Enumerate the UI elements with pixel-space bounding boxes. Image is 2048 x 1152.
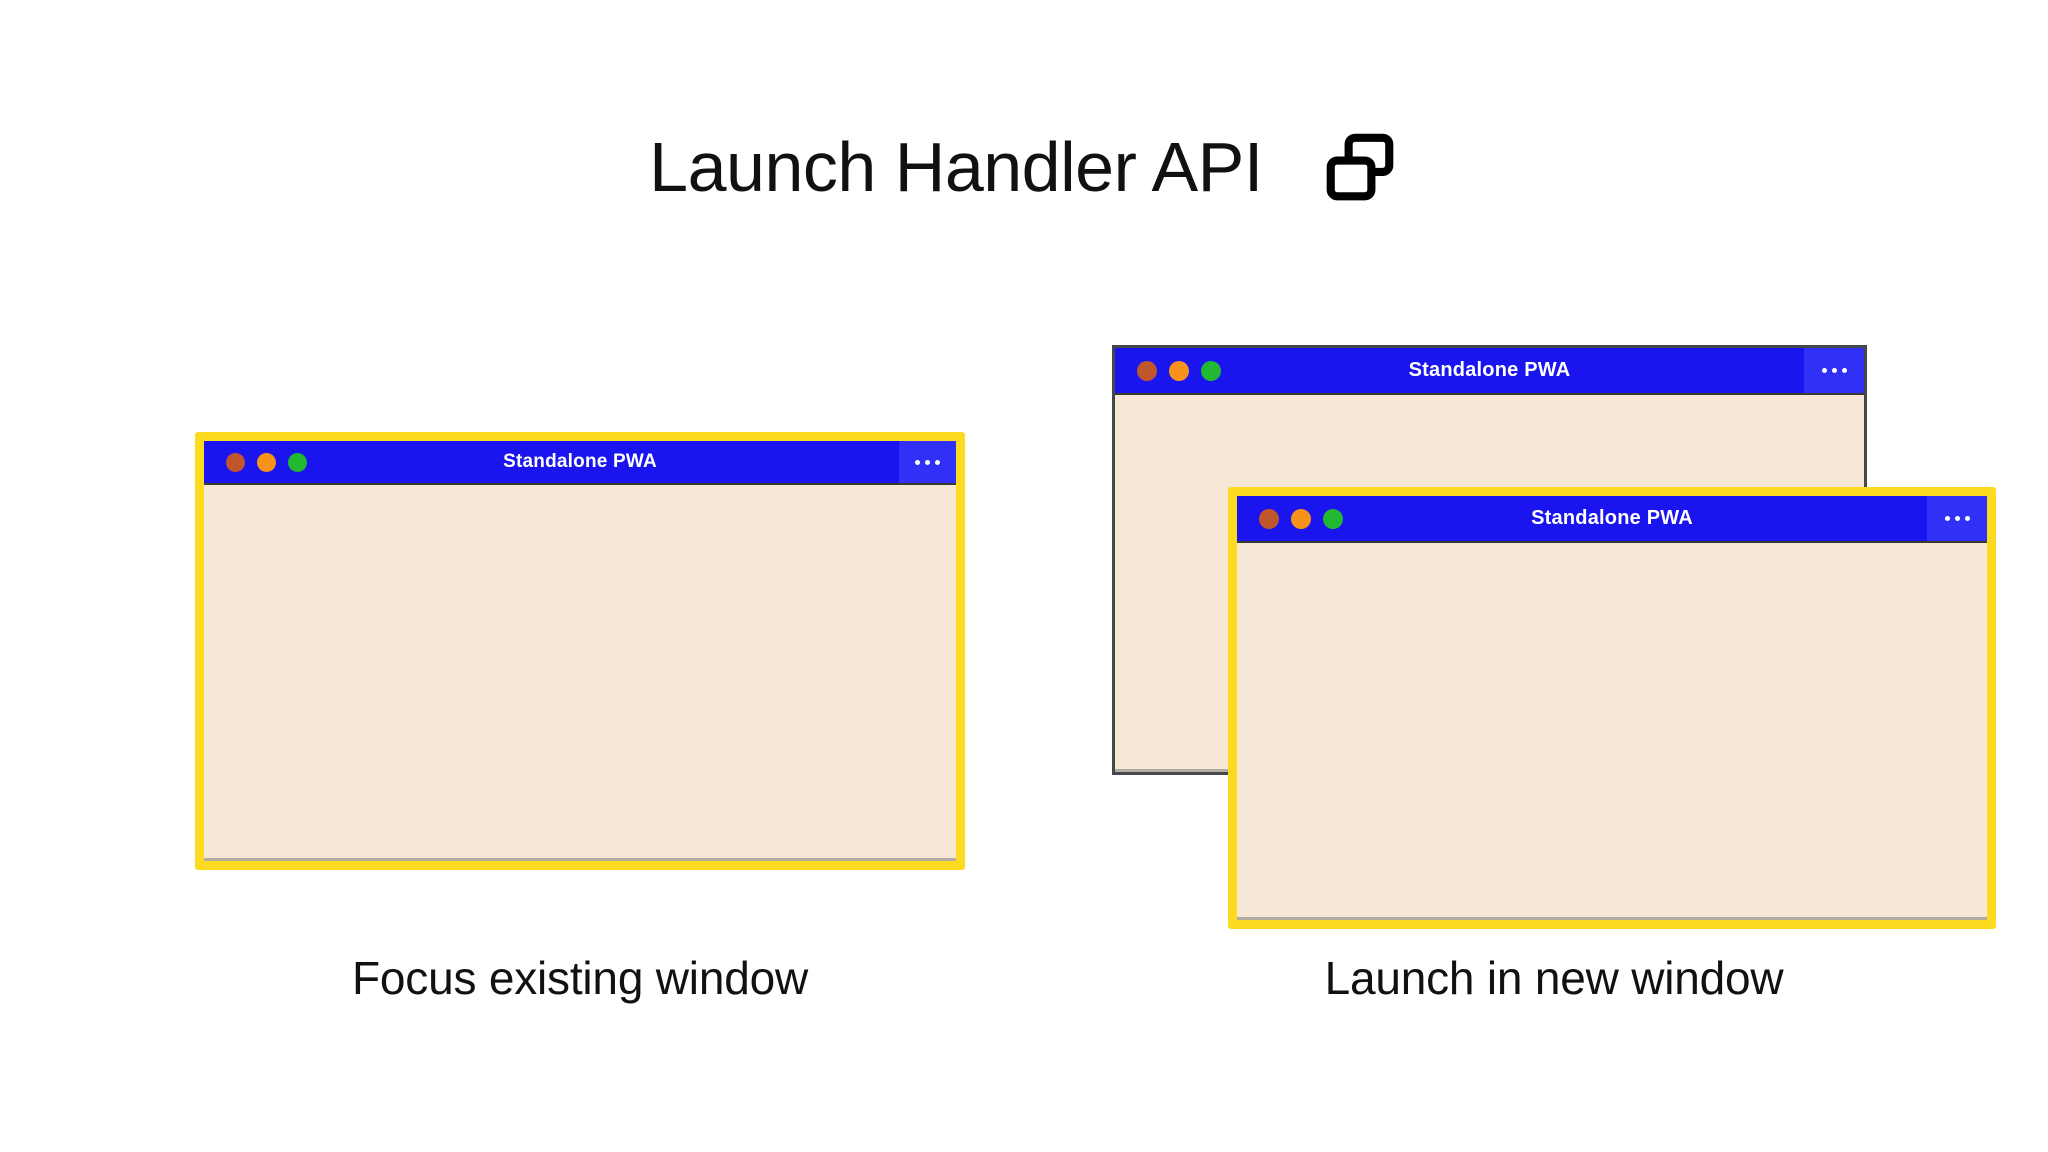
window-title: Standalone PWA [1408, 359, 1571, 381]
overflow-menu-button[interactable] [1804, 348, 1864, 393]
caption-focus-existing: Focus existing window [351, 952, 808, 1004]
close-button-icon[interactable] [1259, 508, 1279, 529]
window-focus-existing[interactable]: Standalone PWA [195, 432, 965, 870]
window-content-area [1237, 541, 1987, 920]
maximize-button-icon[interactable] [1323, 508, 1343, 529]
two-windows-icon [1326, 133, 1394, 201]
window-titlebar[interactable]: Standalone PWA [204, 441, 956, 483]
window-inner: Standalone PWA [1237, 496, 1987, 920]
window-title: Standalone PWA [1531, 507, 1693, 529]
ellipsis-dot-icon [935, 459, 940, 465]
ellipsis-dot-icon [925, 459, 930, 465]
ellipsis-dot-icon [915, 459, 920, 465]
window-inner: Standalone PWA [204, 441, 956, 861]
traffic-lights [226, 452, 307, 472]
minimize-button-icon[interactable] [1169, 360, 1189, 381]
ellipsis-dot-icon [1831, 368, 1837, 373]
window-bottom-rule [1237, 917, 1987, 920]
window-bottom-rule [204, 858, 956, 861]
traffic-lights [1259, 508, 1343, 529]
ellipsis-dot-icon [1944, 516, 1950, 521]
ellipsis-dot-icon [1841, 368, 1847, 373]
window-content-area [204, 483, 956, 861]
window-titlebar[interactable]: Standalone PWA [1237, 496, 1987, 541]
window-new-front[interactable]: Standalone PWA [1228, 487, 1996, 929]
page-header: Launch Handler API [0, 128, 2048, 206]
ellipsis-dot-icon [1821, 368, 1827, 373]
minimize-button-icon[interactable] [257, 452, 276, 472]
maximize-button-icon[interactable] [288, 452, 307, 472]
minimize-button-icon[interactable] [1291, 508, 1311, 529]
caption-launch-new: Launch in new window [1324, 952, 1784, 1004]
window-titlebar[interactable]: Standalone PWA [1115, 348, 1864, 393]
overflow-menu-button[interactable] [899, 441, 956, 483]
close-button-icon[interactable] [1137, 360, 1157, 381]
traffic-lights [1137, 360, 1221, 381]
close-button-icon[interactable] [226, 452, 245, 472]
overflow-menu-button[interactable] [1927, 496, 1987, 541]
ellipsis-dot-icon [1954, 516, 1960, 521]
maximize-button-icon[interactable] [1201, 360, 1221, 381]
ellipsis-dot-icon [1964, 516, 1970, 521]
page-title: Launch Handler API [649, 128, 1263, 206]
window-title: Standalone PWA [503, 451, 657, 472]
